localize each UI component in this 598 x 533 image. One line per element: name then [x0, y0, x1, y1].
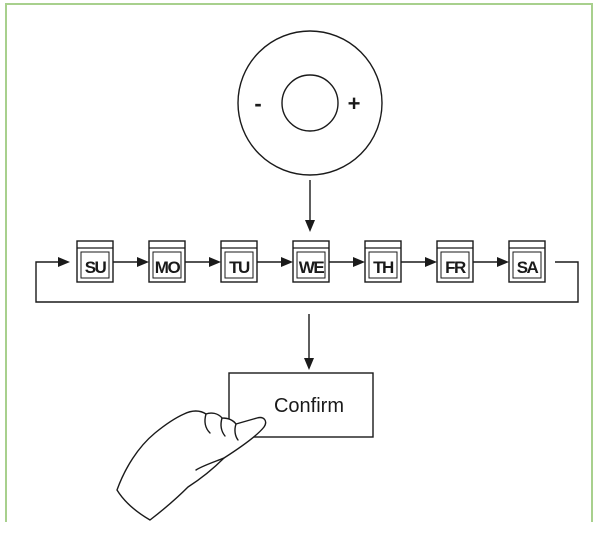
day-label-we: WE	[299, 258, 325, 277]
day-label-th: TH	[373, 258, 394, 277]
day-connector-arrow	[281, 257, 293, 267]
day-label-sa: SA	[517, 258, 539, 277]
arrow-dial-to-day	[305, 180, 315, 232]
day-cycle-loop	[35, 261, 579, 303]
dial-plus-label: +	[348, 91, 361, 116]
dial-minus-label: -	[254, 91, 261, 116]
day-button-face	[224, 251, 254, 279]
day-connector-arrow	[137, 257, 149, 267]
day-button-su[interactable]: SU	[76, 240, 114, 283]
day-connector-arrow	[353, 257, 365, 267]
day-connector-arrow	[209, 257, 221, 267]
arrow-loop-to-confirm	[304, 314, 314, 370]
day-label-tu: TU	[229, 258, 250, 277]
day-connector-arrow	[497, 257, 509, 267]
day-label-fr: FR	[445, 258, 466, 277]
day-button-face	[80, 251, 110, 279]
day-sequence: SU MO TU WE TH FR SA	[76, 240, 546, 283]
confirm-button-label: Confirm	[274, 395, 344, 417]
day-button-face	[440, 251, 470, 279]
day-button-face	[368, 251, 398, 279]
day-button-face	[152, 251, 182, 279]
day-button-face	[512, 251, 542, 279]
day-button-th[interactable]: TH	[364, 240, 402, 283]
day-connector-arrow	[425, 257, 437, 267]
day-button-sa[interactable]: SA	[508, 240, 546, 283]
pointing-hand-icon	[116, 410, 267, 521]
day-button-tu[interactable]: TU	[220, 240, 258, 283]
day-button-face	[296, 251, 326, 279]
day-button-we[interactable]: WE	[292, 240, 330, 283]
outer-frame	[5, 3, 593, 522]
rotary-dial[interactable]: - +	[237, 30, 383, 176]
dial-knob[interactable]	[281, 74, 339, 132]
day-label-mo: MO	[155, 258, 181, 277]
day-button-mo[interactable]: MO	[148, 240, 186, 283]
day-label-su: SU	[85, 258, 107, 277]
day-button-fr[interactable]: FR	[436, 240, 474, 283]
loop-entry-arrow	[58, 257, 70, 267]
